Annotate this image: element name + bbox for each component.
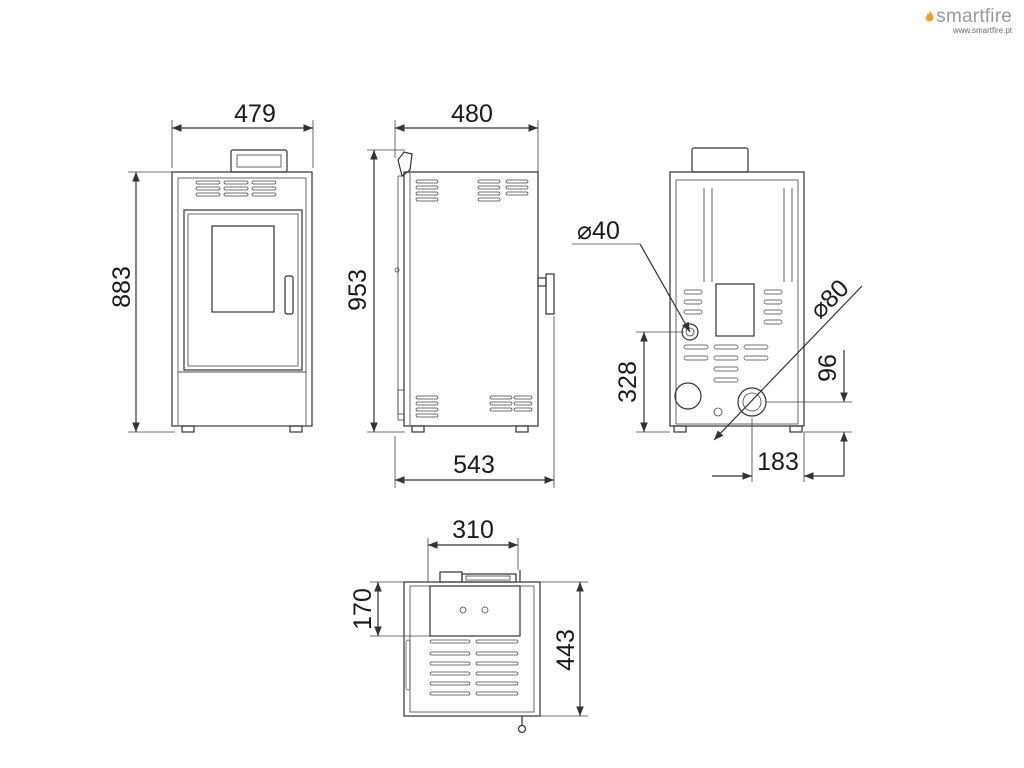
brand-name-text: smartfire <box>936 6 1012 27</box>
rear-access-panel <box>715 283 755 337</box>
front-height-dimension: 883 <box>108 171 175 433</box>
side-top-handle <box>397 151 413 178</box>
brand-url: www.smartfire.pt <box>952 26 1012 35</box>
front-top-vents <box>195 180 277 197</box>
rear-large-pipe-height-dimension: 96 <box>766 350 852 476</box>
side-height-dimension: 953 <box>344 149 405 433</box>
side-top-width-label: 480 <box>451 100 493 128</box>
top-width-label: 310 <box>452 516 494 544</box>
side-bottom-width-dimension: 543 <box>394 316 555 488</box>
side-top-vents <box>415 179 529 202</box>
front-view: 479 883 <box>108 100 314 433</box>
rear-top-handle <box>691 147 749 173</box>
front-glass <box>211 225 275 313</box>
front-door <box>183 209 303 371</box>
rear-air-intake <box>674 382 702 410</box>
top-depth-dimension: 443 <box>540 581 588 717</box>
rear-small-pipe-diameter-label: ⌀40 <box>577 217 620 245</box>
rear-view: ⌀40 ⌀80 328 96 183 <box>572 147 863 482</box>
top-depth-offset-dimension: 170 <box>349 581 430 637</box>
rear-small-pipe-height-dimension: 328 <box>614 331 684 433</box>
top-vents <box>405 639 519 696</box>
rear-large-pipe-diameter-label: ⌀80 <box>804 274 854 324</box>
brand-name: smartfire <box>925 6 1012 28</box>
side-bottom-width-label: 543 <box>453 451 495 479</box>
front-width-label: 479 <box>234 100 276 128</box>
side-bottom-vents <box>415 395 533 418</box>
top-rear-flue <box>439 571 463 583</box>
side-top-width-dimension: 480 <box>394 100 539 178</box>
front-top-handle <box>230 149 288 173</box>
side-body <box>403 171 539 427</box>
front-width-dimension: 479 <box>171 100 314 168</box>
rear-body <box>669 171 805 427</box>
rear-small-pipe-diameter-dimension: ⌀40 <box>572 217 691 333</box>
rear-vents <box>683 289 783 383</box>
brand-logo: smartfire www.smartfire.pt <box>925 6 1012 35</box>
top-hopper-lid <box>429 585 521 637</box>
rear-small-pipe-height-label: 328 <box>614 361 642 403</box>
side-view: 480 953 <box>344 100 555 488</box>
front-door-handle <box>284 275 294 315</box>
rear-large-pipe <box>737 387 767 417</box>
side-height-label: 953 <box>344 269 372 311</box>
flame-icon <box>926 10 934 22</box>
front-height-label: 883 <box>108 266 136 308</box>
rear-large-pipe-offset-dimension: 183 <box>712 418 844 482</box>
top-width-dimension: 310 <box>427 516 519 582</box>
top-view: 310 <box>349 516 588 734</box>
top-door-knob <box>517 724 527 734</box>
rear-large-pipe-height-label: 96 <box>814 354 842 382</box>
rear-large-pipe-offset-label: 183 <box>757 448 799 476</box>
top-depth-label: 443 <box>552 629 580 671</box>
side-flue-pipe <box>545 273 555 315</box>
top-depth-offset-label: 170 <box>349 588 377 630</box>
